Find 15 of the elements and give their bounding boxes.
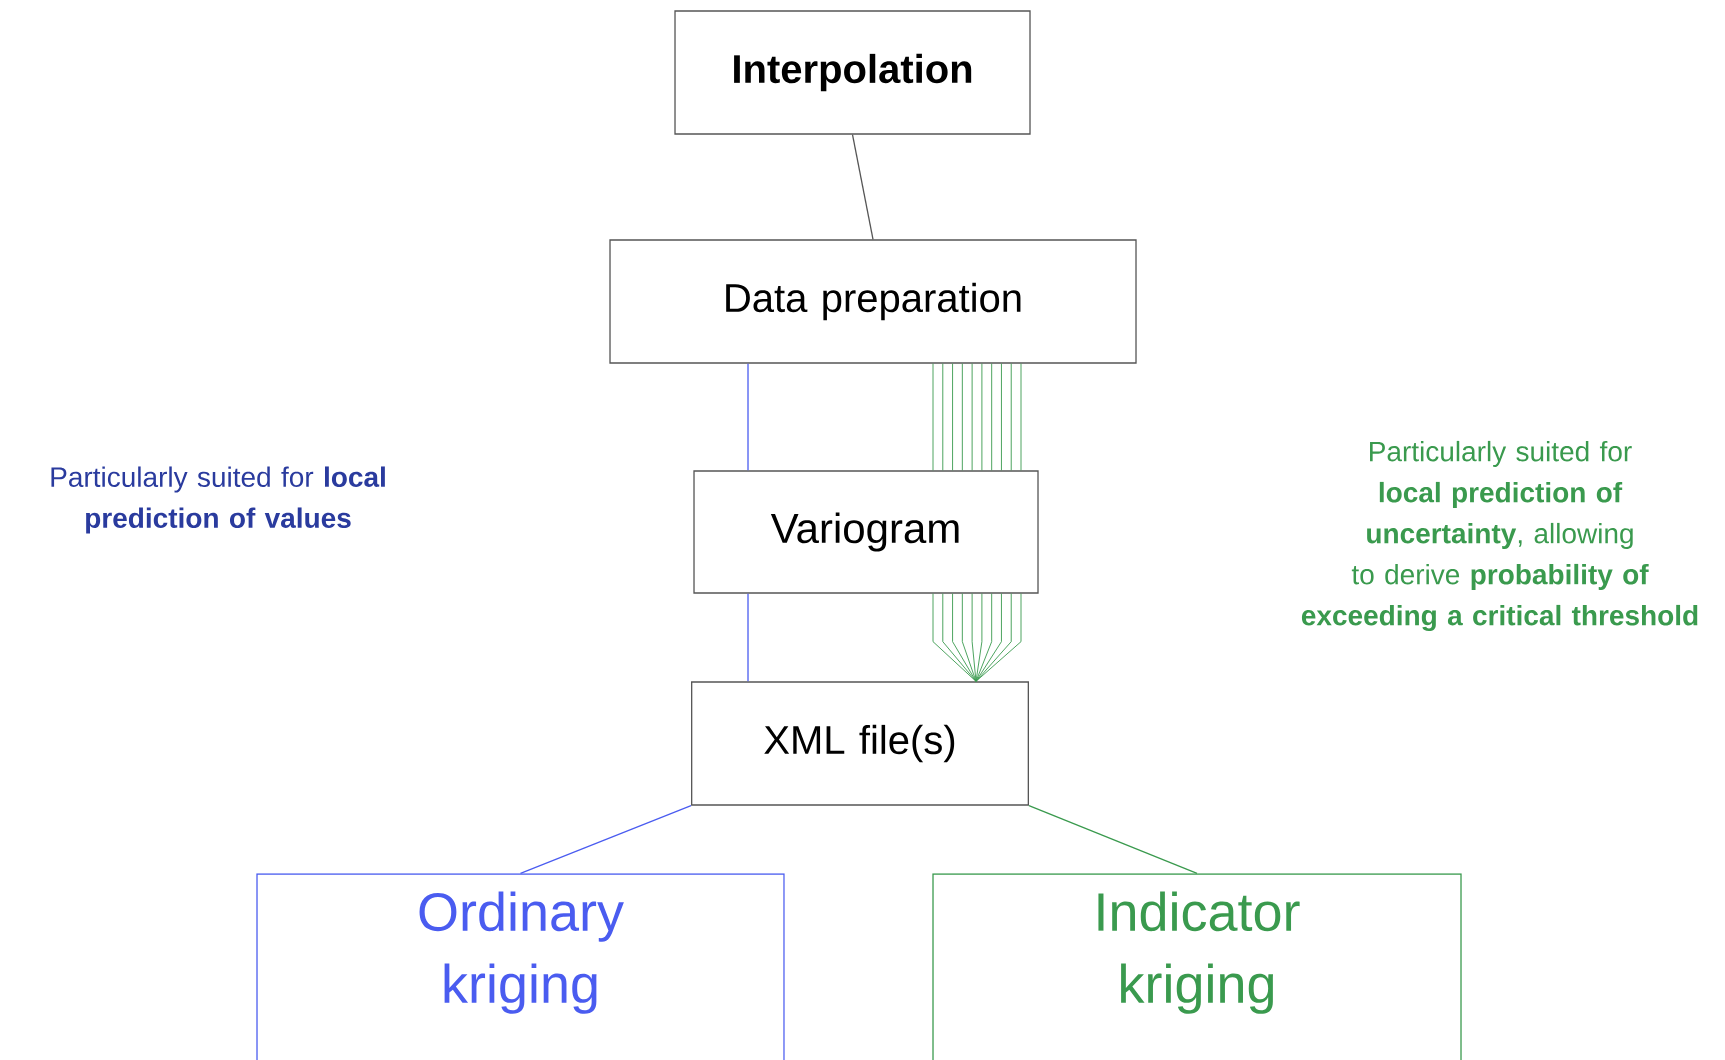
connector: [519, 805, 692, 874]
connector: [747, 363, 749, 471]
process-box: Data preparation: [609, 239, 1137, 364]
connector: [932, 593, 1022, 682]
connector: [932, 363, 1022, 471]
process-box: Interpolation: [674, 10, 1031, 135]
method-box: Indicator kriging: [932, 873, 1462, 1060]
connector: [851, 134, 874, 240]
annotation: Particularly suited for local prediction of values: [51, 466, 385, 534]
connector: [1028, 805, 1198, 874]
method-box: Ordinary kriging: [256, 873, 785, 1060]
annotation: Particularly suited for local prediction of uncertainty, allowing to derive probability of exceeding a critical threshold: [1301, 440, 1698, 632]
process-box: Variogram: [693, 470, 1039, 594]
connector: [747, 593, 749, 682]
process-box: XML file(s): [691, 681, 1029, 806]
